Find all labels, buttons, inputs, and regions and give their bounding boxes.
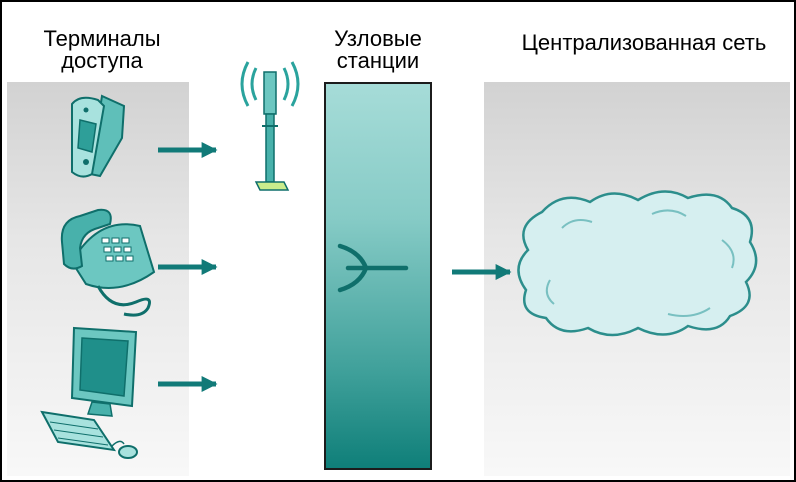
central-network-label: Централизованная сеть <box>521 30 767 55</box>
cloud-icon <box>517 190 758 337</box>
access-terminals-label-line1: Терминалы <box>43 26 161 51</box>
desk-phone-icon <box>60 208 156 317</box>
merge-symbol-icon <box>337 243 409 293</box>
node-stations-label: Узловые станции <box>318 28 438 72</box>
node-stations-label-line2: станции <box>336 48 420 73</box>
mobile-phone-icon <box>71 94 126 178</box>
computer-icon <box>40 326 138 459</box>
node-station-column <box>324 82 432 470</box>
access-terminals-label: Терминалы доступа <box>32 28 172 72</box>
node-stations-label-line1: Узловые <box>334 26 422 51</box>
antenna-tower-icon <box>240 61 300 191</box>
access-terminals-label-line2: доступа <box>61 48 143 73</box>
